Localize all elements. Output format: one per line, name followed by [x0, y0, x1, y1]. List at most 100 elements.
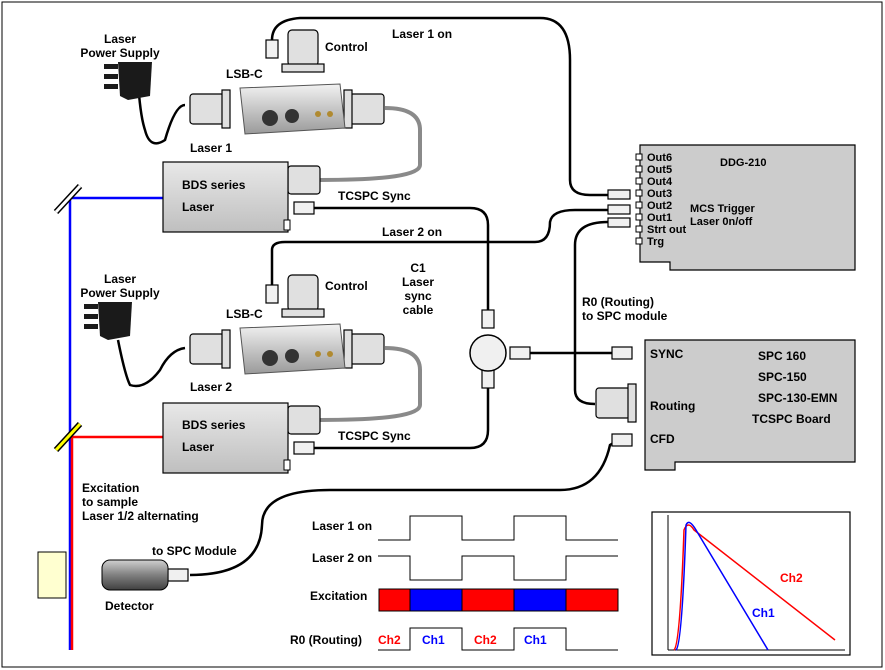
lsbc-1-label: LSB-C: [226, 67, 263, 81]
ddg-out6: Out6: [647, 152, 672, 164]
bds-2-connector: [287, 405, 321, 435]
svg-text:Laser: Laser: [182, 200, 214, 214]
ddg-out5: Out5: [647, 164, 672, 176]
timing-row-excitation: Excitation: [310, 589, 367, 603]
waveform-laser2: [378, 555, 618, 581]
spc-model-4: TCSPC Board: [752, 412, 831, 426]
laser1-on-cable-label: Laser 1 on: [392, 27, 452, 41]
svg-text:to sample: to sample: [82, 495, 138, 509]
laser2-label: Laser 2: [190, 380, 232, 394]
routing-cable-label: R0 (Routing): [582, 295, 654, 309]
ddg-out3: Out3: [647, 188, 672, 200]
ddg-output-ports: [635, 153, 643, 245]
decay-label-ch1: Ch1: [752, 606, 775, 620]
cable-ps-2: [116, 339, 186, 388]
tcspc-sync-2-label: TCSPC Sync: [338, 429, 411, 443]
laser1-label: Laser 1: [190, 141, 232, 155]
laser2-on-cable-label: Laser 2 on: [382, 225, 442, 239]
tcspc-sync-1-label: TCSPC Sync: [338, 189, 411, 203]
control-1-label: Control: [325, 40, 368, 54]
control-2-connector: [287, 274, 319, 312]
waveform-routing: [378, 627, 618, 651]
cable-cfd-detector: [189, 438, 619, 577]
bds-1-connector: [287, 165, 321, 195]
sample-cuvette: [37, 551, 67, 599]
spc-cfd-label: CFD: [650, 432, 675, 446]
timing-row-laser2: Laser 2 on: [312, 551, 372, 565]
decay-plot: Ch2 Ch1: [651, 511, 851, 656]
cable-routing: [573, 220, 609, 406]
power-supply-2: [84, 302, 132, 340]
decay-label-ch2: Ch2: [780, 571, 803, 585]
routing-ch-3: Ch2: [474, 633, 497, 647]
ddg-strt-out: Strt out: [647, 224, 686, 236]
ddg-210-card: [639, 144, 856, 271]
spc-sync-label: SYNC: [650, 347, 684, 361]
excitation-seg-3: [461, 588, 515, 612]
spc-card: [644, 339, 856, 471]
ddg-out2: Out2: [647, 200, 672, 212]
svg-text:cable: cable: [403, 303, 434, 317]
svg-text:Laser: Laser: [402, 275, 434, 289]
excitation-seg-5: [565, 588, 619, 612]
cable-sync-1: [313, 206, 490, 310]
excitation-label: Excitation: [82, 481, 139, 495]
lsbc-2-right-connector: [349, 333, 385, 365]
svg-text:sync: sync: [404, 289, 432, 303]
lsbc-2-left-connector: [189, 333, 225, 365]
routing-ch-4: Ch1: [524, 633, 547, 647]
detector-body: [101, 559, 169, 591]
decay-curve-ch1: [675, 521, 769, 651]
spc-labels: SYNC Routing CFD SPC 160 SPC-150 SPC-130…: [650, 347, 837, 446]
detector-label: Detector: [105, 599, 154, 613]
bds-1-label: BDS series: [182, 178, 246, 192]
mirror-1: [53, 183, 83, 215]
cables: [116, 16, 619, 577]
laser-ps-1-label: Laser: [104, 32, 136, 46]
power-supply-1: [104, 62, 152, 100]
lsbc-1-right-connector: [349, 93, 385, 125]
ddg-note-1: MCS Trigger: [690, 203, 756, 215]
cable-sync-2: [313, 378, 490, 450]
control-1-connector: [287, 29, 319, 67]
timing-row-routing: R0 (Routing): [290, 633, 362, 647]
waveform-laser1: [378, 515, 618, 541]
text-labels: Laser Power Supply Laser Power Supply LS…: [80, 27, 667, 613]
excitation-seg-2: [409, 588, 463, 612]
svg-text:to SPC module: to SPC module: [582, 309, 668, 323]
lsbc-box-2: [239, 323, 346, 375]
ddg-trg: Trg: [647, 236, 664, 248]
ddg-out1: Out1: [647, 212, 672, 224]
ddg-title: DDG-210: [720, 157, 766, 169]
spc-model-3: SPC-130-EMN: [758, 391, 837, 405]
gray-cable-1: [319, 106, 422, 182]
spc-model-1: SPC 160: [758, 349, 806, 363]
sync-splitter: [469, 334, 507, 372]
excitation-seg-4: [513, 588, 567, 612]
gray-cables: [319, 106, 422, 422]
laser-ps-2-label: Laser: [104, 272, 136, 286]
lsbc-box-1: [239, 83, 346, 135]
svg-text:Power Supply: Power Supply: [80, 286, 160, 300]
routing-ch-1: Ch2: [378, 633, 401, 647]
dsub-connectors: [189, 29, 637, 435]
lsbc-2-label: LSB-C: [226, 307, 263, 321]
routing-connector: [595, 387, 631, 419]
lsbc-1-left-connector: [189, 93, 225, 125]
cable-laser1-on: [270, 16, 608, 197]
spc-model-2: SPC-150: [758, 370, 807, 384]
svg-text:Laser: Laser: [182, 440, 214, 454]
ddg-out4: Out4: [647, 176, 673, 188]
excitation-seg-1: [378, 588, 411, 612]
control-2-label: Control: [325, 279, 368, 293]
cable-ps-1: [136, 79, 186, 145]
dichroic-mirror-2: [53, 421, 83, 453]
to-spc-module-label: to SPC Module: [152, 544, 237, 558]
beam-paths: [68, 196, 163, 650]
sma-connectors: [167, 39, 633, 582]
svg-text:Laser 1/2 alternating: Laser 1/2 alternating: [82, 509, 199, 523]
spc-routing-label: Routing: [650, 399, 695, 413]
ddg-note-2: Laser 0n/off: [690, 216, 753, 228]
